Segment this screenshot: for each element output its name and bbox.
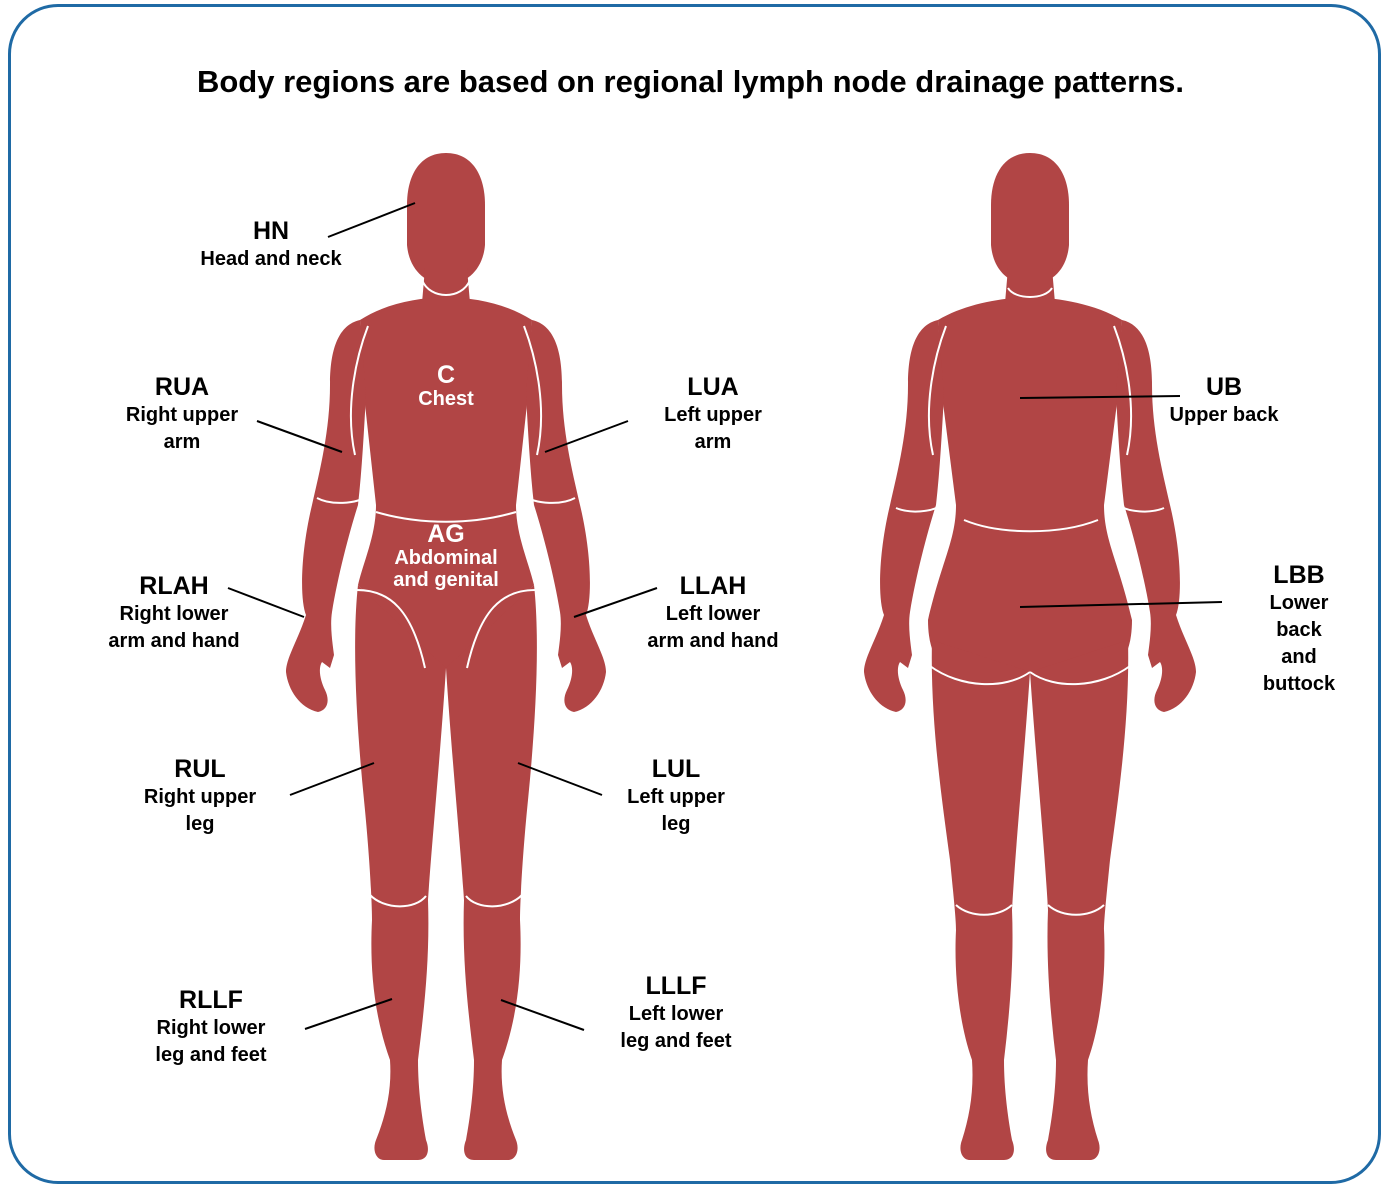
label-llah-desc: Left lower arm and hand	[647, 601, 778, 655]
back-torso	[928, 297, 1132, 680]
label-lbb: LBB Lower back and buttock	[1258, 560, 1340, 698]
label-c: C Chest	[418, 362, 474, 410]
back-left-leg	[1030, 640, 1128, 1160]
label-lul: LUL Left upper leg	[627, 754, 725, 838]
front-right-leg	[355, 585, 446, 1160]
back-right-leg	[932, 640, 1030, 1160]
label-ag: AG Abdominal and genital	[393, 521, 499, 591]
label-lua-code: LUA	[664, 372, 762, 402]
label-hn-code: HN	[200, 216, 341, 246]
label-lllf-desc: Left lower leg and feet	[620, 1001, 731, 1055]
label-rllf-desc: Right lower leg and feet	[155, 1015, 266, 1069]
label-rul-desc: Right upper leg	[144, 784, 256, 838]
front-left-leg	[446, 585, 537, 1160]
label-ub: UB Upper back	[1170, 372, 1279, 429]
label-llah-code: LLAH	[647, 571, 778, 601]
back-head	[991, 153, 1069, 286]
front-head	[407, 153, 485, 286]
label-lul-code: LUL	[627, 754, 725, 784]
label-lbb-desc: Lower back and buttock	[1258, 590, 1340, 698]
label-ag-desc: Abdominal and genital	[393, 547, 499, 591]
label-c-code: C	[418, 362, 474, 388]
label-rlah-desc: Right lower arm and hand	[108, 601, 239, 655]
label-rlah: RLAH Right lower arm and hand	[108, 571, 239, 655]
label-rllf: RLLF Right lower leg and feet	[155, 985, 266, 1069]
label-rul: RUL Right upper leg	[144, 754, 256, 838]
label-c-desc: Chest	[418, 388, 474, 410]
label-lllf: LLLF Left lower leg and feet	[620, 971, 731, 1055]
label-ub-code: UB	[1170, 372, 1279, 402]
label-lua-desc: Left upper arm	[664, 402, 762, 456]
label-rlah-code: RLAH	[108, 571, 239, 601]
label-llah: LLAH Left lower arm and hand	[647, 571, 778, 655]
label-lbb-code: LBB	[1258, 560, 1340, 590]
label-rul-code: RUL	[144, 754, 256, 784]
label-lul-desc: Left upper leg	[627, 784, 725, 838]
leader-rul	[290, 763, 374, 795]
label-lua: LUA Left upper arm	[664, 372, 762, 456]
label-ub-desc: Upper back	[1170, 402, 1279, 429]
label-rua-code: RUA	[126, 372, 238, 402]
label-rua: RUA Right upper arm	[126, 372, 238, 456]
label-rua-desc: Right upper arm	[126, 402, 238, 456]
leader-lul	[518, 763, 602, 795]
label-hn: HN Head and neck	[200, 216, 341, 273]
label-lllf-code: LLLF	[620, 971, 731, 1001]
label-hn-desc: Head and neck	[200, 246, 341, 273]
label-rllf-code: RLLF	[155, 985, 266, 1015]
front-figure	[286, 153, 606, 1160]
label-ag-code: AG	[393, 521, 499, 547]
back-figure	[864, 153, 1196, 1160]
